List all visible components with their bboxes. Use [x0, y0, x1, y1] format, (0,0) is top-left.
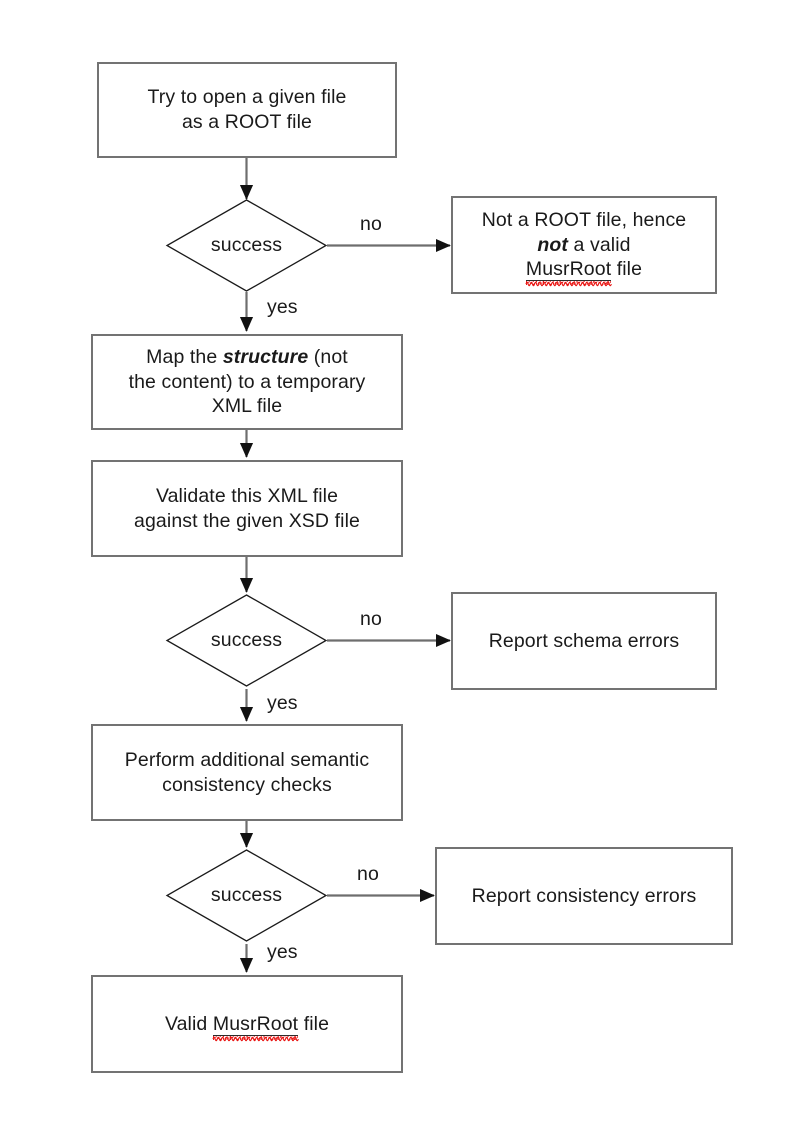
node-valid-musrroot: Valid MusrRoot file: [91, 975, 403, 1073]
node-map-structure-line3: XML file: [211, 395, 283, 418]
node-map-structure-line1-post: (not: [308, 345, 348, 368]
node-validate-xml-line2: against the given XSD file: [134, 509, 360, 532]
node-map-structure: Map the structure (not the content) to a…: [91, 334, 403, 430]
node-report-consistency-errors-line1: Report consistency errors: [471, 884, 697, 907]
edge-label-decision-consistency-yes: yes: [267, 941, 298, 963]
node-open-file: Try to open a given file as a ROOT file: [97, 62, 397, 158]
node-not-root-line3-rest: file: [611, 258, 643, 281]
spellcheck-squiggle-icon: [213, 1035, 298, 1040]
diamond-shape-schema: [165, 594, 328, 687]
node-map-structure-line2: the content) to a temporary: [128, 370, 366, 393]
edge-label-decision-schema-yes: yes: [267, 692, 298, 714]
edge-label-decision-schema-no: no: [360, 608, 382, 630]
node-open-file-line2: as a ROOT file: [181, 111, 312, 133]
edge-label-decision-root-no: no: [360, 213, 382, 235]
node-not-root-emphasis: not: [537, 233, 568, 256]
node-decision-consistency: success: [165, 849, 328, 942]
diamond-shape-consistency: [165, 849, 328, 942]
node-not-root-line1: Not a ROOT file, hence: [481, 208, 687, 231]
node-map-structure-emphasis: structure: [222, 345, 309, 368]
node-decision-schema-label: success: [210, 629, 283, 651]
node-decision-consistency-label: success: [210, 884, 283, 906]
node-map-structure-line1-pre: Map the: [146, 345, 223, 368]
spellcheck-squiggle-icon: [526, 280, 611, 285]
node-semantic-checks-line2: consistency checks: [162, 773, 332, 796]
node-valid-musrroot-misspelled-word: MusrRoot: [213, 1012, 298, 1036]
node-open-file-line1: Try to open a given file: [147, 86, 347, 109]
node-valid-musrroot-post: file: [298, 1012, 330, 1035]
node-decision-schema: success: [165, 594, 328, 687]
node-decision-root-label: success: [210, 234, 283, 256]
node-report-consistency-errors: Report consistency errors: [435, 847, 733, 945]
diamond-shape-root: [165, 199, 328, 292]
node-report-schema-errors-line1: Report schema errors: [488, 629, 680, 652]
node-not-root-line2-rest: a valid: [568, 233, 631, 256]
node-not-root: Not a ROOT file, hence not a valid MusrR…: [451, 196, 717, 294]
node-report-schema-errors: Report schema errors: [451, 592, 717, 690]
node-semantic-checks-line1: Perform additional semantic: [124, 748, 370, 771]
node-decision-root: success: [165, 199, 328, 292]
node-not-root-misspelled-word: MusrRoot: [526, 258, 611, 281]
node-valid-musrroot-pre: Valid: [164, 1012, 213, 1035]
node-semantic-checks: Perform additional semantic consistency …: [91, 724, 403, 821]
node-validate-xml: Validate this XML file against the given…: [91, 460, 403, 557]
node-validate-xml-line1: Validate this XML file: [155, 484, 339, 507]
edge-label-decision-consistency-no: no: [357, 863, 379, 885]
edge-label-decision-root-yes: yes: [267, 296, 298, 318]
